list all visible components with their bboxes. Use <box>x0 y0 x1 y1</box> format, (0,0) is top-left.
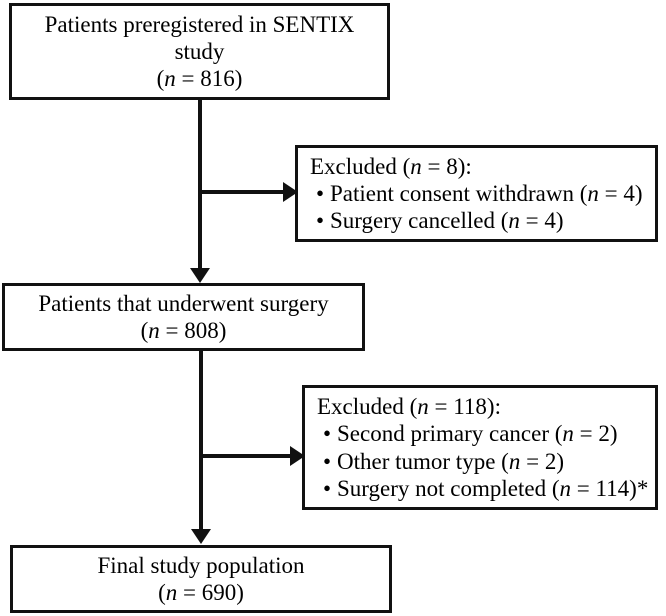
node-excluded-1: Excluded (n = 8): •Patient consent withd… <box>295 145 658 242</box>
connector-trunk-1 <box>198 100 202 270</box>
count-value: 8 <box>446 153 458 179</box>
node-final-population-count: (n = 690) <box>158 579 244 606</box>
paren-open: ( <box>158 580 166 605</box>
node-underwent-surgery-line1: Patients that underwent surgery <box>38 290 329 316</box>
count-value: 690 <box>201 580 237 605</box>
list-item: •Surgery not completed (n = 114)* <box>305 475 648 502</box>
list-item-text: Other tumor type ( <box>337 448 509 474</box>
equals-symbol: = <box>421 153 447 179</box>
paren-close: ) <box>555 208 564 234</box>
equals-symbol: = <box>175 66 201 92</box>
n-symbol: n <box>164 66 176 92</box>
connector-trunk-2 <box>199 351 203 531</box>
bullet-icon: • <box>323 475 332 501</box>
node-final-population: Final study population (n = 690) <box>10 545 392 613</box>
paren-close: ): <box>457 153 472 179</box>
node-final-population-line1: Final study population <box>97 552 305 578</box>
equals-symbol: = <box>428 394 454 420</box>
node-excluded-1-header: Excluded (n = 8): <box>298 153 472 180</box>
n-symbol: n <box>562 421 574 447</box>
paren-open: ( <box>140 318 149 343</box>
count-value: 2 <box>598 421 610 447</box>
list-item: •Surgery cancelled (n = 4) <box>298 207 564 234</box>
equals-symbol: = <box>159 318 185 343</box>
paren-open: ( <box>156 66 165 92</box>
list-item-text: Second primary cancer ( <box>337 421 563 447</box>
count-value: 816 <box>200 66 235 92</box>
connector-branch-2 <box>199 454 292 458</box>
connector-branch-1 <box>198 190 285 194</box>
node-preregistered-line2: study <box>174 38 225 64</box>
list-item-text: Patient consent withdrawn ( <box>330 180 588 206</box>
list-item-text: Surgery cancelled ( <box>330 208 509 234</box>
equals-symbol: = <box>519 208 545 234</box>
n-symbol: n <box>410 153 422 179</box>
n-symbol: n <box>148 318 160 343</box>
count-value: 2 <box>544 448 557 474</box>
paren-close: ) <box>629 475 637 501</box>
equals-symbol: = <box>598 180 624 206</box>
node-preregistered-line1: Patients preregistered in SENTIX <box>44 11 355 37</box>
count-value: 114 <box>595 475 630 501</box>
node-excluded-2-header: Excluded (n = 118): <box>305 393 501 420</box>
paren-close: ) <box>634 180 643 206</box>
n-symbol: n <box>165 580 178 605</box>
bullet-icon: • <box>316 208 325 234</box>
paren-close: ) <box>556 448 564 474</box>
list-item-text: Surgery not completed ( <box>337 475 560 501</box>
paren-close: ): <box>486 394 501 420</box>
arrowhead-down-1 <box>190 268 210 283</box>
count-value: 4 <box>544 208 556 234</box>
node-underwent-surgery-count: (n = 808) <box>141 317 227 344</box>
footnote-asterisk: * <box>636 475 649 501</box>
n-symbol: n <box>417 394 429 420</box>
node-preregistered-count: (n = 816) <box>157 65 243 92</box>
n-symbol: n <box>587 180 599 206</box>
list-item: •Other tumor type (n = 2) <box>305 448 564 475</box>
excluded-label: Excluded ( <box>317 394 418 420</box>
arrowhead-down-2 <box>191 529 211 544</box>
node-preregistered: Patients preregistered in SENTIX study (… <box>9 3 390 100</box>
equals-symbol: = <box>573 421 599 447</box>
node-underwent-surgery: Patients that underwent surgery (n = 808… <box>2 283 365 351</box>
paren-close: ) <box>236 580 244 605</box>
node-excluded-2: Excluded (n = 118): •Second primary canc… <box>302 385 658 510</box>
paren-close: ) <box>218 318 227 343</box>
count-value: 118 <box>453 394 487 420</box>
equals-symbol: = <box>177 580 202 605</box>
bullet-icon: • <box>323 448 332 474</box>
list-item: •Second primary cancer (n = 2) <box>305 420 618 447</box>
list-item: •Patient consent withdrawn (n = 4) <box>298 180 643 207</box>
paren-close: ) <box>234 66 243 92</box>
bullet-icon: • <box>323 421 332 447</box>
count-value: 4 <box>623 180 635 206</box>
bullet-icon: • <box>316 180 325 206</box>
paren-close: ) <box>609 421 618 447</box>
n-symbol: n <box>508 208 520 234</box>
equals-symbol: = <box>571 475 596 501</box>
n-symbol: n <box>508 448 521 474</box>
count-value: 808 <box>184 318 219 343</box>
n-symbol: n <box>559 475 572 501</box>
excluded-label: Excluded ( <box>310 153 411 179</box>
arrowhead-right-1 <box>283 182 298 202</box>
equals-symbol: = <box>520 448 545 474</box>
arrowhead-right-2 <box>290 446 305 466</box>
